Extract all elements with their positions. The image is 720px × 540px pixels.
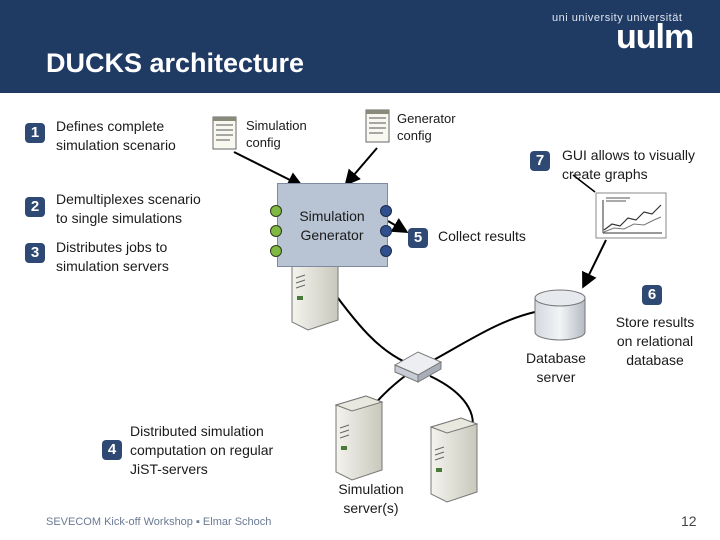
simulation-server-1-icon bbox=[334, 395, 384, 481]
step-7-text: GUI allows to visually create graphs bbox=[562, 147, 696, 182]
collect-results-arrow bbox=[387, 218, 409, 234]
step-2-text: Demultiplexes scenario to single simulat… bbox=[56, 191, 201, 226]
step-number-badge: 6 bbox=[642, 285, 662, 305]
step-6-text: Store results on relational database bbox=[615, 314, 695, 368]
simulation-config-document-icon bbox=[212, 116, 237, 150]
step-number-badge: 3 bbox=[25, 243, 45, 263]
cable-switch-database bbox=[429, 311, 536, 363]
step-3-text: Distributes jobs to simulation servers bbox=[56, 239, 169, 274]
generator-config-label: Generator config bbox=[397, 111, 456, 143]
step-number-badge: 4 bbox=[102, 440, 122, 460]
step-1-text: Defines complete simulation scenario bbox=[56, 118, 176, 153]
step-number-badge: 7 bbox=[530, 151, 550, 171]
generator-output-port bbox=[380, 245, 392, 257]
university-logo-text: uni university universität bbox=[552, 12, 683, 24]
simulation-generator-label: Simulation Generator bbox=[299, 208, 365, 243]
generator-input-port bbox=[270, 225, 282, 237]
header-bar: uni university universität uulm DUCKS ar… bbox=[0, 0, 720, 93]
database-server-label: Database server bbox=[526, 350, 586, 385]
generator-input-port bbox=[270, 205, 282, 217]
generator-output-port bbox=[380, 205, 392, 217]
uulm-logo: uulm bbox=[616, 18, 694, 56]
page-number: 12 bbox=[681, 513, 697, 529]
step-number-badge: 1 bbox=[25, 123, 45, 143]
step-number-badge: 2 bbox=[25, 197, 45, 217]
network-switch-icon bbox=[393, 351, 443, 383]
gui-pointer-line bbox=[572, 174, 596, 193]
simulation-generator-box bbox=[277, 183, 388, 267]
simulation-config-label: Simulation config bbox=[246, 118, 307, 150]
slide-title: DUCKS architecture bbox=[46, 48, 305, 78]
database-cylinder-icon bbox=[534, 289, 586, 341]
simulation-servers-label: Simulation server(s) bbox=[338, 481, 404, 516]
footer-text: SEVECOM Kick-off Workshop ▪ Elmar Schoch bbox=[46, 516, 272, 528]
step-number-badge: 5 bbox=[408, 228, 428, 248]
generator-input-port bbox=[270, 245, 282, 257]
simulation-server-2-icon bbox=[429, 417, 479, 503]
generator-config-document-icon bbox=[365, 109, 390, 143]
graph-database-arrow bbox=[582, 239, 607, 289]
generator-config-arrow bbox=[344, 147, 378, 187]
simulation-config-arrow bbox=[233, 151, 304, 187]
line-graph-icon bbox=[595, 192, 667, 239]
step-4-text: Distributed simulation computation on re… bbox=[130, 423, 274, 477]
generator-output-port bbox=[380, 225, 392, 237]
step-5-text: Collect results bbox=[438, 228, 526, 244]
